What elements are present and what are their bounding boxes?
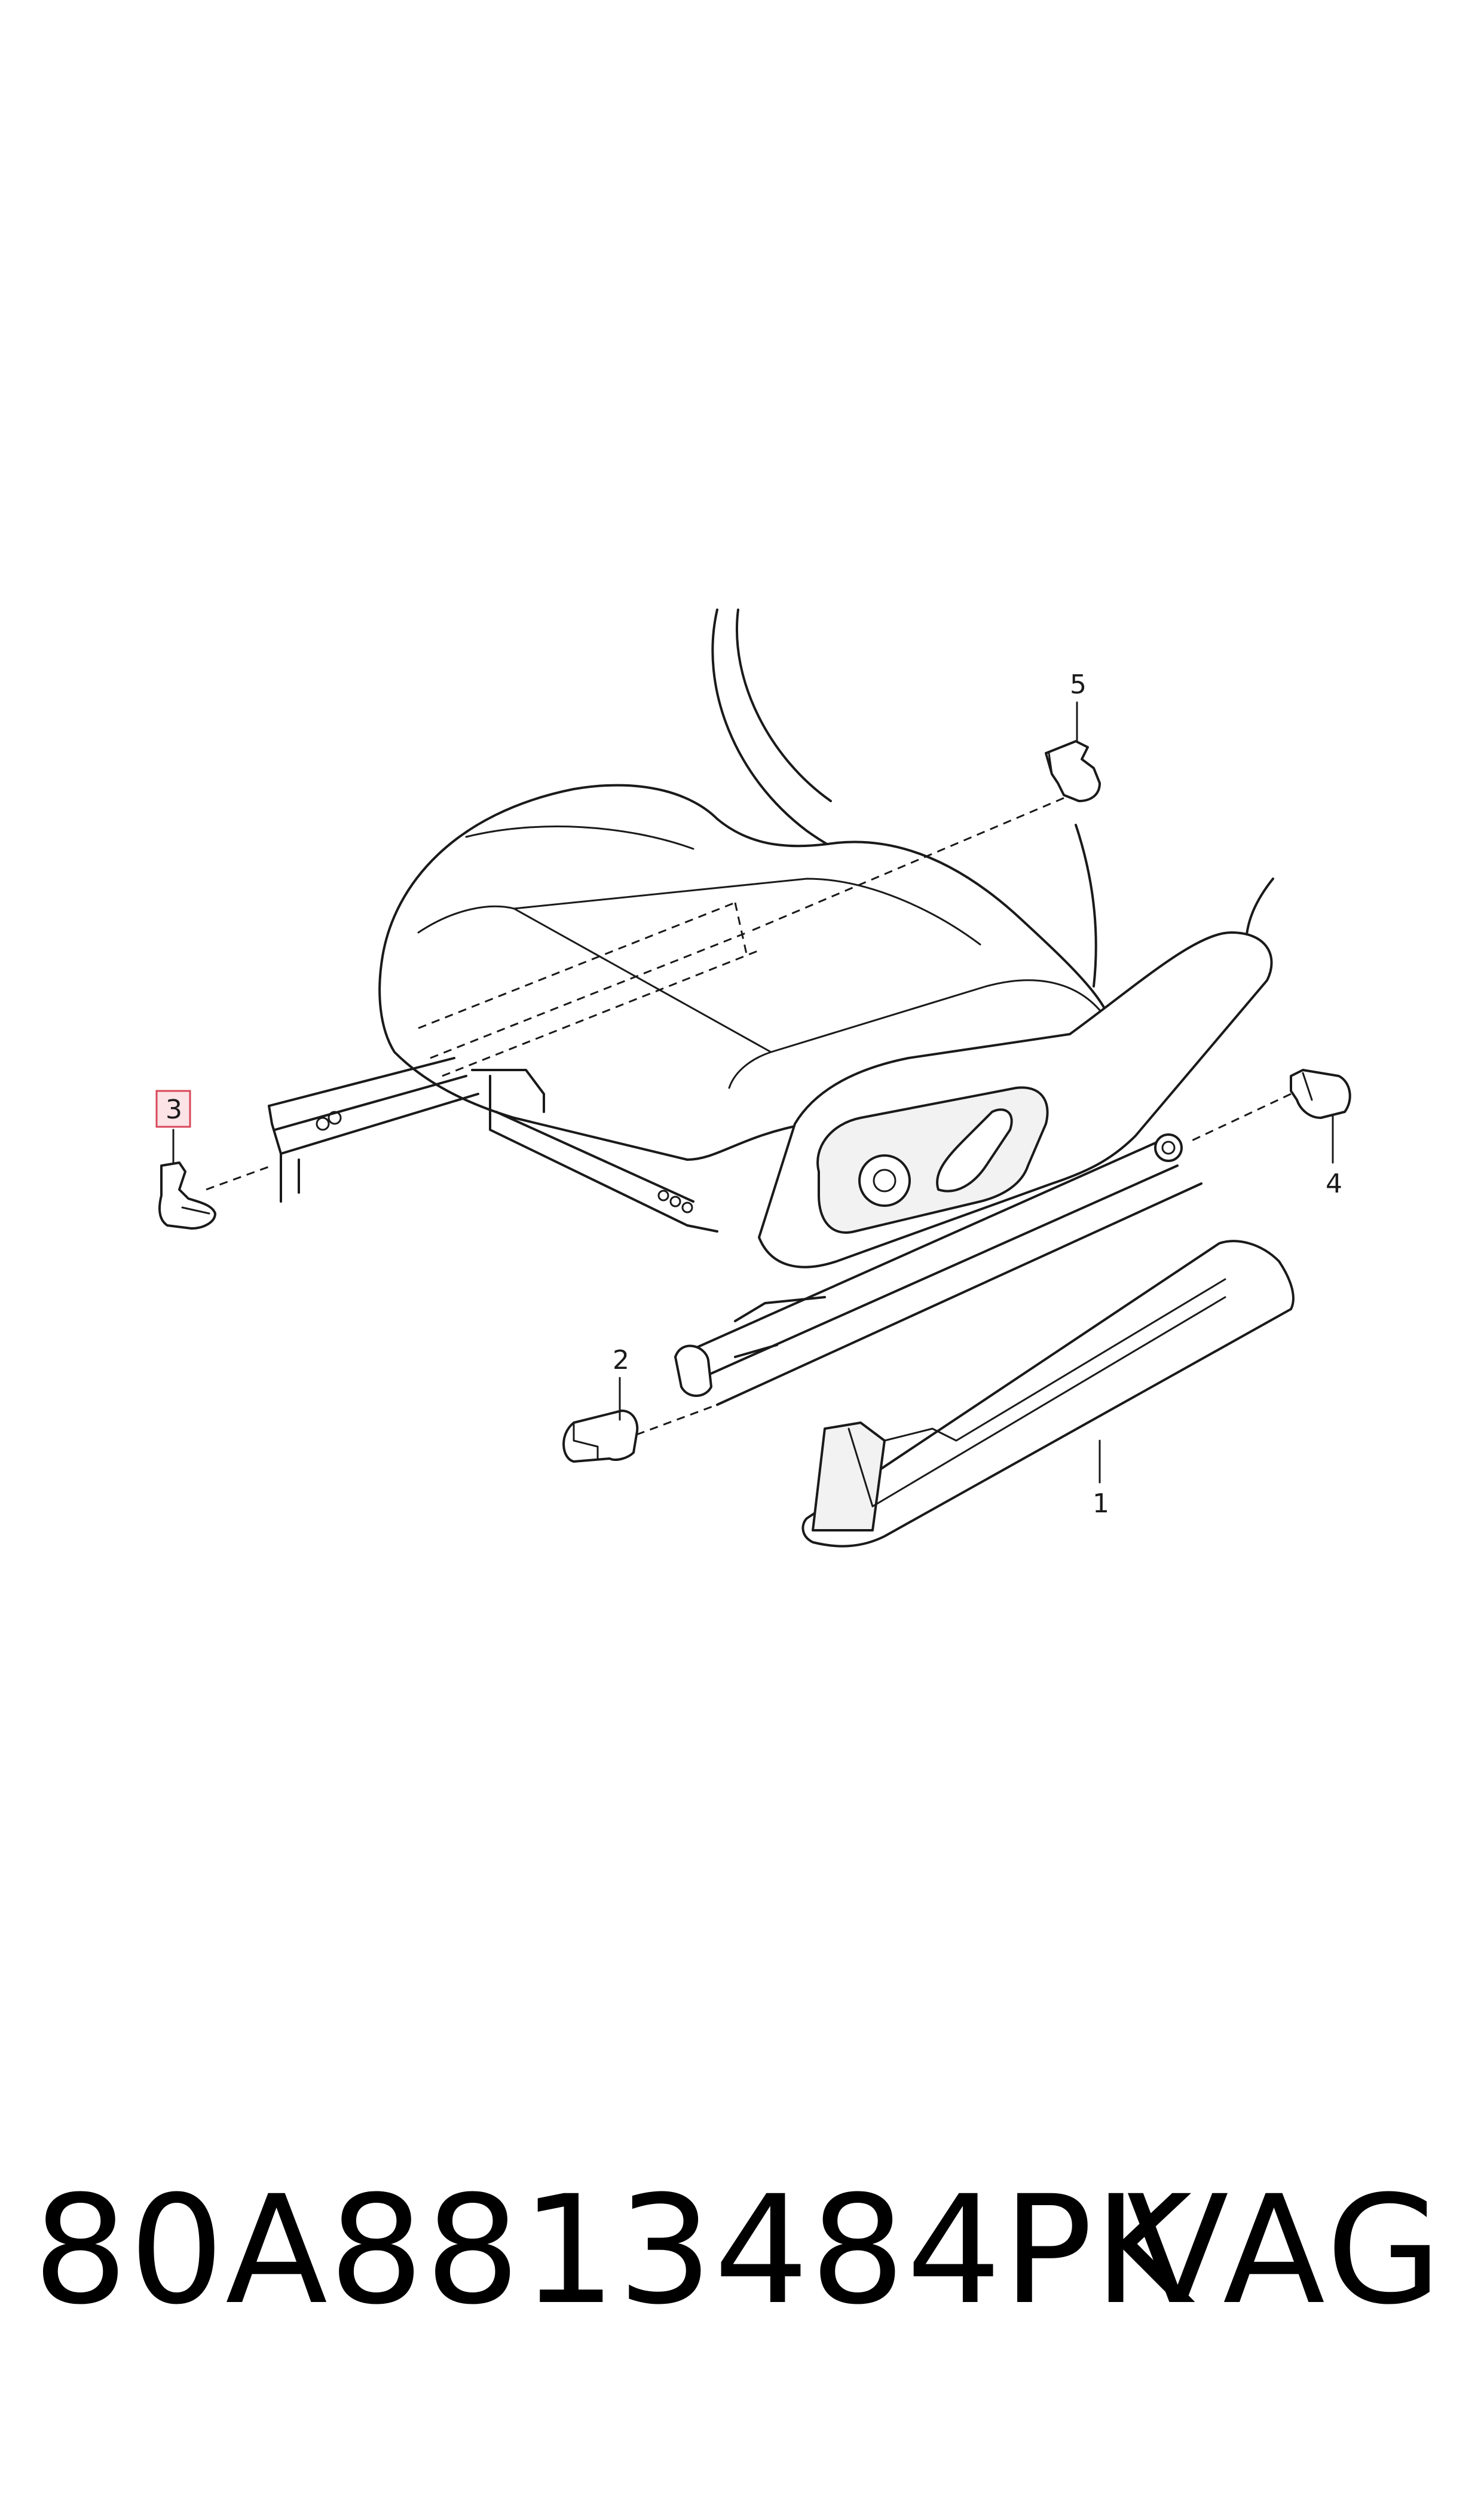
callout-label-1: 1 bbox=[1093, 1488, 1109, 1519]
callout-3[interactable]: 3 bbox=[155, 1090, 191, 1164]
seat-rail-right bbox=[674, 1133, 1203, 1406]
callout-label-4: 4 bbox=[1326, 1169, 1342, 1199]
brand-name: VAG bbox=[1127, 2163, 1446, 2337]
clip-part-3 bbox=[158, 1161, 273, 1230]
callout-2[interactable]: 2 bbox=[613, 1345, 629, 1421]
callout-label-3: 3 bbox=[166, 1095, 182, 1125]
callout-1[interactable]: 1 bbox=[1093, 1439, 1109, 1519]
footer: 80A8813484PK VAG bbox=[0, 2152, 1484, 2367]
seat-side-panel bbox=[758, 931, 1273, 1268]
part-number: 80A8813484PK bbox=[33, 2163, 1194, 2337]
seat-control-knob-icon bbox=[858, 1154, 911, 1207]
trim-cover-part-1 bbox=[801, 1240, 1295, 1548]
callout-label-5: 5 bbox=[1070, 669, 1087, 700]
callout-label-2: 2 bbox=[613, 1345, 629, 1375]
seat-rail-left bbox=[268, 1057, 545, 1203]
callout-5[interactable]: 5 bbox=[1070, 669, 1087, 742]
seat-control-lever-icon bbox=[936, 1108, 1013, 1193]
callout-4[interactable]: 4 bbox=[1326, 1114, 1342, 1199]
seat-lower-frame bbox=[489, 1075, 718, 1233]
callout-3-highlight-box bbox=[155, 1090, 191, 1128]
clip-part-2 bbox=[562, 1404, 718, 1463]
clip-part-5 bbox=[746, 740, 1101, 934]
clip-part-4 bbox=[1189, 1069, 1351, 1143]
